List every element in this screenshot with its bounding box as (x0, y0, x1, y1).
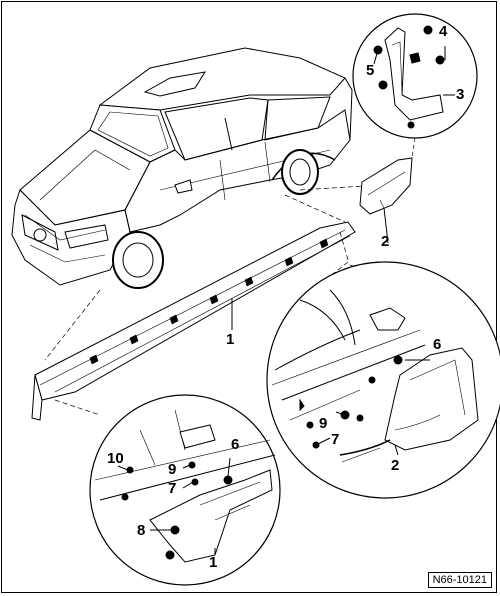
sill-panel-main (31, 221, 356, 421)
reference-code-label: N66-10121 (427, 572, 492, 588)
callout-7-left: 7 (168, 480, 177, 497)
callout-2-rear-piece: 2 (381, 233, 390, 250)
detail-circle-top-right (352, 13, 478, 159)
callout-1-end-piece: 1 (209, 554, 218, 571)
callout-6-left: 6 (231, 436, 240, 453)
callout-6-right: 6 (433, 336, 442, 353)
callout-9-right: 9 (319, 415, 328, 432)
callout-9-left: 9 (168, 461, 177, 478)
detail-circle-left (89, 394, 281, 586)
detail-circle-right (266, 261, 500, 499)
callout-5: 5 (366, 62, 375, 79)
callout-4: 4 (439, 23, 448, 40)
rear-end-piece (359, 157, 413, 244)
callout-8: 8 (137, 522, 146, 539)
callout-3: 3 (456, 86, 465, 103)
callout-10: 10 (107, 450, 124, 467)
callout-7-right: 7 (331, 431, 340, 448)
callout-2-right: 2 (391, 457, 400, 474)
callout-1-sill-panel: 1 (226, 331, 235, 348)
car-illustration (11, 47, 353, 289)
